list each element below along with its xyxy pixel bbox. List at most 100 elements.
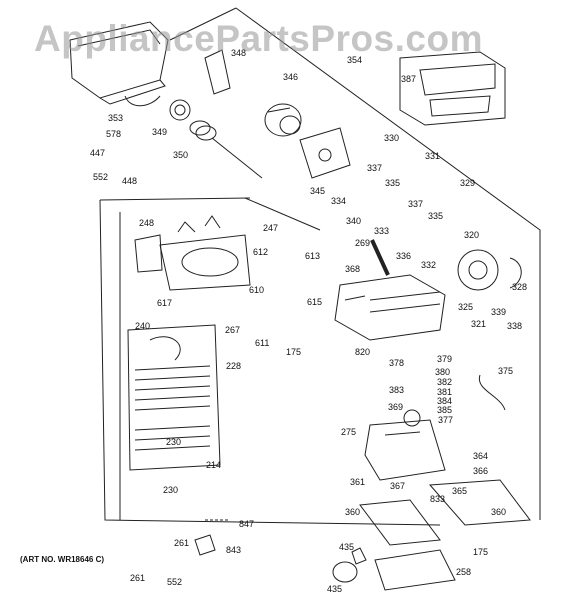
wire-harness-drawing xyxy=(478,374,506,411)
part-number-label: 354 xyxy=(347,55,363,65)
part-number-label: 610 xyxy=(249,285,265,295)
part-number-label: 366 xyxy=(473,466,489,476)
part-number-label: 820 xyxy=(355,347,371,357)
part-number-label: 847 xyxy=(239,519,255,529)
bracket-drawing xyxy=(204,49,231,95)
part-number-label: 615 xyxy=(307,297,323,307)
part-number-label: 617 xyxy=(157,298,173,308)
part-number-label: 248 xyxy=(139,218,155,228)
part-number-label: 329 xyxy=(460,178,476,188)
part-number-label: 328 xyxy=(512,282,528,292)
part-number-label: 275 xyxy=(341,427,357,437)
cover-drawing xyxy=(374,549,456,591)
part-number-label: 332 xyxy=(421,260,437,270)
part-number-label: 321 xyxy=(471,319,487,329)
part-number-label: 385 xyxy=(437,405,453,415)
part-number-label: 335 xyxy=(385,178,401,188)
part-number-label: 613 xyxy=(305,251,321,261)
rail-drawing xyxy=(359,479,531,546)
dispenser-cover-drawing xyxy=(399,51,506,126)
part-number-label: 337 xyxy=(367,163,383,173)
bulb-drawing xyxy=(332,547,367,583)
ice-maker-drawing xyxy=(334,274,446,341)
part-number-label: 382 xyxy=(437,377,453,387)
part-number-label: 379 xyxy=(437,354,453,364)
part-number-label: 258 xyxy=(456,567,472,577)
part-number-label: 353 xyxy=(108,113,124,123)
part-number-label: 330 xyxy=(384,133,400,143)
part-number-label: 447 xyxy=(90,148,106,158)
part-number-label: 336 xyxy=(396,251,412,261)
part-number-label: 435 xyxy=(327,584,343,594)
part-number-label: 378 xyxy=(389,358,405,368)
part-number-label: 375 xyxy=(498,366,514,376)
part-number-label: 230 xyxy=(166,437,182,447)
part-number-label: 364 xyxy=(473,451,489,461)
part-number-label: 367 xyxy=(390,481,406,491)
panel-drawing xyxy=(299,127,351,179)
part-number-label: 228 xyxy=(226,361,242,371)
part-number-label: 261 xyxy=(130,573,146,583)
part-number-label: 175 xyxy=(473,547,489,557)
part-number-label: 383 xyxy=(389,385,405,395)
part-number-label: 337 xyxy=(408,199,424,209)
part-number-label: 339 xyxy=(491,307,507,317)
part-number-label: 381 xyxy=(437,387,453,397)
part-number-label: 435 xyxy=(339,542,355,552)
part-number-label: 340 xyxy=(346,216,362,226)
part-number-label: 360 xyxy=(345,507,361,517)
part-number-label: 360 xyxy=(491,507,507,517)
motor-assembly-drawing xyxy=(457,249,522,291)
part-number-label: 267 xyxy=(225,325,241,335)
evaporator-drawing xyxy=(127,324,221,471)
part-number-label: 346 xyxy=(283,72,299,82)
part-number-label: 448 xyxy=(122,176,138,186)
shaft-drawing xyxy=(370,239,390,276)
part-number-label: 361 xyxy=(350,477,366,487)
part-number-label: 214 xyxy=(206,460,222,470)
part-number-label: 578 xyxy=(106,129,122,139)
part-number-label: 348 xyxy=(231,48,247,58)
part-number-label: 843 xyxy=(226,545,242,555)
part-number-label: 387 xyxy=(401,74,417,84)
part-number-label: 240 xyxy=(135,321,151,331)
part-number-label: 320 xyxy=(464,230,480,240)
part-number-label: 380 xyxy=(435,367,451,377)
part-number-label: 612 xyxy=(253,247,269,257)
part-number-label: 334 xyxy=(331,196,347,206)
part-number-label: 175 xyxy=(286,347,302,357)
part-number-label: 349 xyxy=(152,127,168,137)
part-number-label: 338 xyxy=(507,321,523,331)
fan-shroud-drawing xyxy=(159,215,251,291)
part-number-label: 230 xyxy=(163,485,179,495)
duct-drawing xyxy=(134,234,163,273)
part-number-label: 384 xyxy=(437,396,453,406)
fan-motor-drawing xyxy=(264,103,302,137)
part-number-label: 261 xyxy=(174,538,190,548)
part-number-label: 833 xyxy=(430,494,446,504)
part-number-label: 335 xyxy=(428,211,444,221)
part-number-label: 377 xyxy=(438,415,454,425)
part-number-label: 365 xyxy=(452,486,468,496)
part-number-label: 331 xyxy=(425,151,441,161)
part-number-label: 368 xyxy=(345,264,361,274)
art-number-note: (ART NO. WR18646 C) xyxy=(20,555,105,564)
part-number-label: 247 xyxy=(263,223,279,233)
auger-drawing xyxy=(169,99,263,179)
part-number-label: 269 xyxy=(355,238,371,248)
control-housing-drawing xyxy=(364,409,446,481)
part-number-label: 552 xyxy=(167,577,183,587)
ice-bucket-drawing xyxy=(69,21,169,107)
panel-hole xyxy=(318,148,332,162)
lower-bracket-drawing xyxy=(194,519,230,556)
part-number-label: 350 xyxy=(173,150,189,160)
part-number-label: 325 xyxy=(458,302,474,312)
cabinet-outline xyxy=(99,7,541,526)
part-number-label: 552 xyxy=(93,172,109,182)
part-number-label: 345 xyxy=(310,186,326,196)
part-number-label: 611 xyxy=(255,338,270,348)
part-number-label: 369 xyxy=(388,402,404,412)
part-number-label: 333 xyxy=(374,226,390,236)
